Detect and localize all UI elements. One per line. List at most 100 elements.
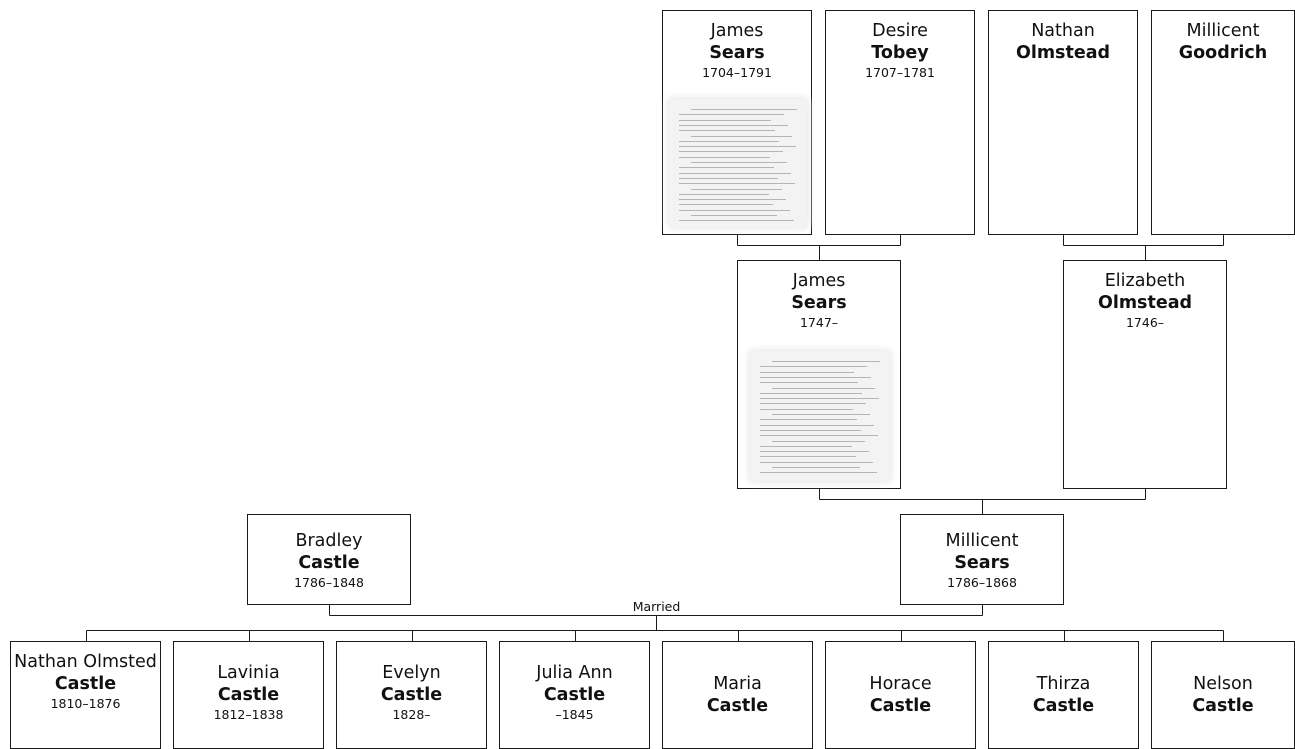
given-name: James (710, 21, 764, 41)
document-text-line (691, 162, 787, 163)
document-text-line (679, 167, 774, 169)
document-text-line (679, 220, 794, 222)
marriage-label: Married (632, 598, 681, 614)
surname: Sears (709, 43, 765, 63)
document-text-line (691, 215, 777, 216)
document-text-line (772, 387, 875, 389)
person-card-desire-tobey[interactable]: Desire Tobey 1707–1781 (825, 10, 975, 235)
given-name: Elizabeth (1104, 271, 1186, 291)
document-thumbnail-icon[interactable] (750, 351, 890, 481)
document-text-line (691, 135, 792, 137)
given-name: Thirza (1036, 674, 1091, 694)
person-card-lavinia-castle[interactable]: Lavinia Castle 1812–1838 (173, 641, 324, 749)
document-text-line (772, 440, 865, 442)
person-card-evelyn-castle[interactable]: Evelyn Castle 1828– (336, 641, 487, 749)
document-text-line (760, 424, 874, 426)
person-card-nathan-olmsted-castle[interactable]: Nathan Olmsted Castle 1810–1876 (10, 641, 161, 749)
given-name: Nathan Olmsted (14, 652, 157, 672)
document-text-line (760, 456, 856, 458)
document-text-line (760, 376, 871, 378)
person-card-james-sears-1704[interactable]: James Sears 1704–1791 (662, 10, 812, 235)
life-dates: 1786–1848 (294, 575, 364, 590)
document-text-line (760, 435, 878, 437)
given-name: Bradley (295, 531, 363, 551)
given-name: James (792, 271, 846, 291)
surname: Castle (298, 553, 360, 573)
document-text-line (679, 183, 795, 185)
surname: Sears (954, 553, 1010, 573)
life-dates: 1810–1876 (50, 696, 121, 711)
surname: Castle (706, 696, 769, 716)
surname: Olmstead (1097, 293, 1193, 313)
document-text-line (760, 408, 853, 410)
surname: Tobey (871, 43, 929, 63)
given-name: Nelson (1193, 674, 1253, 694)
document-text-line (760, 445, 852, 447)
given-name: Horace (869, 674, 932, 694)
document-text-line (679, 130, 775, 132)
document-text-line (679, 124, 788, 126)
person-card-bradley-castle[interactable]: Bradley Castle 1786–1848 (247, 514, 411, 605)
life-dates: 1707–1781 (865, 65, 935, 80)
given-name: Millicent (945, 531, 1019, 551)
document-thumbnail-icon[interactable] (669, 99, 807, 227)
document-text-line (760, 366, 867, 368)
surname: Castle (217, 685, 280, 705)
person-card-nelson-castle[interactable]: Nelson Castle (1151, 641, 1295, 749)
surname: Castle (869, 696, 932, 716)
life-dates: 1786–1868 (947, 575, 1017, 590)
person-card-julia-ann-castle[interactable]: Julia Ann Castle –1845 (499, 641, 650, 749)
surname: Castle (543, 685, 606, 705)
surname: Sears (791, 293, 847, 313)
surname: Goodrich (1178, 43, 1268, 63)
person-card-millicent-goodrich[interactable]: Millicent Goodrich (1151, 10, 1295, 235)
surname: Olmstead (1015, 43, 1111, 63)
person-card-elizabeth-olmstead[interactable]: Elizabeth Olmstead 1746– (1063, 260, 1227, 489)
document-text-line (679, 172, 791, 174)
document-text-line (760, 461, 873, 463)
document-text-line (679, 199, 786, 201)
person-card-james-sears-1747[interactable]: James Sears 1747– (737, 260, 901, 489)
document-text-line (772, 414, 870, 415)
document-text-line (679, 193, 769, 195)
given-name: Julia Ann (536, 663, 613, 683)
document-text-line (772, 361, 880, 362)
life-dates: 1746– (1125, 315, 1165, 330)
given-name: Desire (872, 21, 928, 41)
life-dates: 1828– (392, 707, 431, 722)
person-card-millicent-sears[interactable]: Millicent Sears 1786–1868 (900, 514, 1064, 605)
surname: Castle (1032, 696, 1095, 716)
document-text-line (679, 119, 771, 121)
given-name: Lavinia (217, 663, 280, 683)
document-text-line (679, 204, 773, 206)
person-card-nathan-olmstead[interactable]: Nathan Olmstead (988, 10, 1138, 235)
document-text-line (760, 398, 879, 400)
given-name: Evelyn (382, 663, 441, 683)
surname: Castle (54, 674, 117, 694)
person-card-horace-castle[interactable]: Horace Castle (825, 641, 976, 749)
life-dates: –1845 (555, 707, 594, 722)
document-text-line (760, 371, 854, 373)
document-text-line (760, 472, 877, 474)
life-dates: 1704–1791 (702, 65, 772, 80)
document-text-line (760, 382, 858, 384)
surname: Castle (380, 685, 443, 705)
document-text-line (772, 467, 860, 468)
person-card-maria-castle[interactable]: Maria Castle (662, 641, 813, 749)
document-text-line (679, 177, 778, 179)
document-text-line (679, 209, 790, 211)
given-name: Nathan (1031, 21, 1095, 41)
document-text-line (691, 109, 797, 110)
person-card-thirza-castle[interactable]: Thirza Castle (988, 641, 1139, 749)
document-text-line (760, 403, 866, 405)
life-dates: 1747– (799, 315, 839, 330)
document-text-line (679, 140, 779, 142)
document-text-line (760, 451, 869, 453)
document-text-line (679, 151, 783, 153)
document-text-line (760, 419, 857, 421)
given-name: Maria (713, 674, 762, 694)
document-text-line (679, 146, 796, 148)
life-dates: 1812–1838 (213, 707, 284, 722)
